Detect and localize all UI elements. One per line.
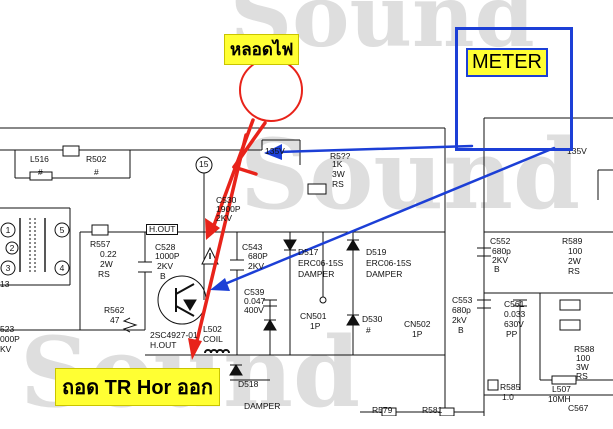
label-c561: C561 bbox=[504, 299, 525, 309]
label-node15: 15 bbox=[199, 159, 209, 169]
label-r588-v3: RS bbox=[576, 371, 588, 381]
label-r579: R579 bbox=[372, 405, 393, 415]
label-r502: R502 bbox=[86, 154, 107, 164]
label-c552: C552 bbox=[490, 236, 511, 246]
label-r5xx-v3: RS bbox=[332, 179, 344, 189]
label-c561-v2: 630V bbox=[504, 319, 524, 329]
label-pin2: 2 bbox=[9, 243, 15, 253]
label-cn502-v: 1P bbox=[412, 329, 423, 339]
label-c539-v1: 0.047 bbox=[244, 296, 266, 306]
label-r588-v2: 3W bbox=[576, 362, 589, 372]
label-r557-v3: RS bbox=[98, 269, 110, 279]
label-r557: R557 bbox=[90, 239, 111, 249]
label-r589-v2: 2W bbox=[568, 256, 581, 266]
label-c552-v3: B bbox=[494, 264, 500, 274]
label-c553: C553 bbox=[452, 295, 473, 305]
label-d517: D517 bbox=[298, 247, 319, 257]
label-pin1: 1 bbox=[5, 225, 11, 235]
label-c528-v3: B bbox=[160, 271, 166, 281]
label-c523: 523 bbox=[0, 324, 15, 334]
label-tr-name: H.OUT bbox=[150, 340, 177, 350]
label-r562-v1: 47 bbox=[110, 315, 120, 325]
label-r585: R585 bbox=[500, 382, 521, 392]
label-pin5: 5 bbox=[59, 225, 65, 235]
label-r589: R589 bbox=[562, 236, 583, 246]
label-c552-v1: 680p bbox=[492, 246, 511, 256]
label-c553-v1: 680p bbox=[452, 305, 471, 315]
label-hout: H.OUT bbox=[146, 224, 179, 235]
label-cn502: CN502 bbox=[404, 319, 431, 329]
label-c528-v2: 2KV bbox=[157, 261, 174, 271]
label-c561-v1: 0.033 bbox=[504, 309, 526, 319]
label-d519-v2: DAMPER bbox=[366, 269, 403, 279]
label-c528-v1: 1000P bbox=[155, 251, 180, 261]
label-d530-v: # bbox=[366, 325, 371, 335]
label-c530-v2: 2KV bbox=[216, 213, 233, 223]
label-pin3: 3 bbox=[5, 263, 11, 273]
label-d519-v1: ERC06-15S bbox=[366, 258, 412, 268]
meter-callout: METER bbox=[466, 48, 548, 77]
label-r557-v1: 0.22 bbox=[100, 249, 117, 259]
label-l502-v: COIL bbox=[203, 334, 223, 344]
label-r502-value: # bbox=[94, 167, 99, 177]
watermark-mid: Sound bbox=[240, 118, 581, 231]
label-r588-v1: 100 bbox=[576, 353, 591, 363]
label-c539: C539 bbox=[244, 287, 265, 297]
label-pin4: 4 bbox=[59, 263, 65, 273]
label-c543-v2: 2KV bbox=[248, 261, 265, 271]
label-d517-v1: ERC06-15S bbox=[298, 258, 344, 268]
label-d517-v2: DAMPER bbox=[298, 269, 335, 279]
label-r581: R581 bbox=[422, 405, 443, 415]
label-c530-v1: 1900P bbox=[216, 204, 241, 214]
label-n13: 13 bbox=[0, 279, 10, 289]
label-cn501-v: 1P bbox=[310, 321, 321, 331]
label-135v-right: 135V bbox=[567, 146, 587, 156]
lamp-callout: หลอดไฟ bbox=[224, 34, 300, 65]
label-l516-value: # bbox=[38, 167, 43, 177]
label-135v-left: 135V bbox=[265, 146, 285, 156]
label-c539-v2: 400V bbox=[244, 305, 264, 315]
label-c543: C543 bbox=[242, 242, 263, 252]
label-damper: DAMPER bbox=[244, 401, 281, 411]
circuit-wiring bbox=[0, 58, 613, 416]
label-l507-v: 10MH bbox=[548, 394, 571, 404]
label-r589-v1: 100 bbox=[568, 246, 583, 256]
label-l516: L516 bbox=[30, 154, 49, 164]
label-r5xx: R5?? bbox=[330, 151, 351, 161]
label-r585-v: 1.0 bbox=[502, 392, 514, 402]
label-c553-v3: B bbox=[458, 325, 464, 335]
label-l507: L507 bbox=[552, 384, 571, 394]
label-cn501: CN501 bbox=[300, 311, 327, 321]
meter-highlight-box bbox=[455, 27, 573, 151]
label-d530: D530 bbox=[362, 314, 383, 324]
label-c543-v1: 680P bbox=[248, 251, 268, 261]
label-c528: C528 bbox=[155, 242, 176, 252]
label-d518: D518 bbox=[238, 379, 259, 389]
label-r557-v2: 2W bbox=[100, 259, 113, 269]
label-r589-v3: RS bbox=[568, 266, 580, 276]
label-r562: R562 bbox=[104, 305, 125, 315]
label-l502: L502 bbox=[203, 324, 222, 334]
remove-transistor-callout: ถอด TR Hor ออก bbox=[55, 368, 221, 406]
label-c567: C567 bbox=[568, 403, 589, 413]
label-tr-part: 2SC4927-01 bbox=[150, 330, 198, 340]
label-c530: C530 bbox=[216, 195, 237, 205]
label-d519: D519 bbox=[366, 247, 387, 257]
label-c561-v3: PP bbox=[506, 329, 518, 339]
label-c523-v1: 000P bbox=[0, 334, 20, 344]
label-c553-v2: 2kV bbox=[452, 315, 467, 325]
label-c552-v2: 2KV bbox=[492, 255, 509, 265]
label-r588: R588 bbox=[574, 344, 595, 354]
label-r5xx-v1: 1K bbox=[332, 159, 343, 169]
label-r5xx-v2: 3W bbox=[332, 169, 345, 179]
label-c523-v2: KV bbox=[0, 344, 12, 354]
